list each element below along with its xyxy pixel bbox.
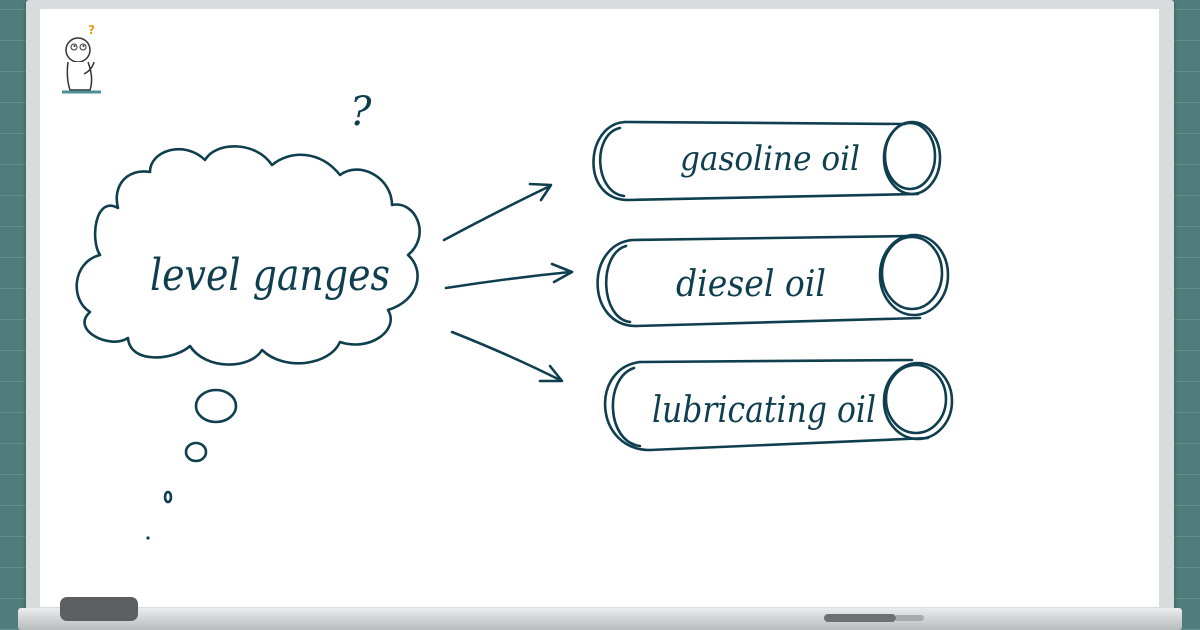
tank-diesel: diesel oil xyxy=(596,233,950,328)
arrow-to-gasoline xyxy=(442,182,553,242)
thought-bubble-small xyxy=(163,490,173,504)
thought-cloud xyxy=(75,145,421,366)
thought-bubble-medium xyxy=(184,441,208,463)
marker-tip xyxy=(896,615,924,621)
bubble-label: level ganges xyxy=(150,250,390,301)
tank-label-lubricating: lubricating oil xyxy=(652,390,876,431)
arrow-to-diesel xyxy=(444,262,574,290)
tank-lubricating: lubricating oil xyxy=(603,358,954,452)
whiteboard-surface xyxy=(40,9,1159,607)
arrow-to-lubricating xyxy=(450,330,564,383)
tank-label-gasoline: gasoline oil xyxy=(680,139,860,179)
thinking-mascot-icon: ? xyxy=(62,23,101,94)
marker xyxy=(824,614,896,622)
thought-bubble-large xyxy=(194,388,238,424)
thought-bubble-dot xyxy=(146,536,150,540)
tank-gasoline: gasoline oil xyxy=(592,120,942,202)
mascot-question-mark: ? xyxy=(88,23,95,37)
eraser xyxy=(60,597,138,621)
tank-label-diesel: diesel oil xyxy=(676,264,826,305)
marker-tray xyxy=(18,608,1182,630)
question-mark: ? xyxy=(350,89,372,135)
